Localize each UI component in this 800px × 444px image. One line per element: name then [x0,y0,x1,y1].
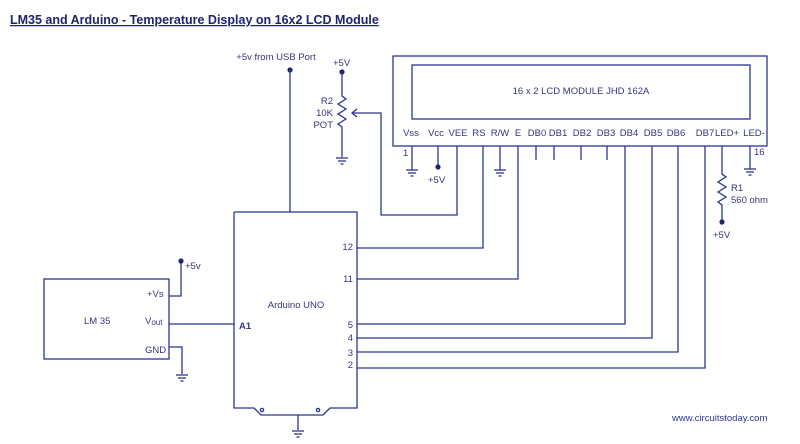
lcd-pin-label: DB1 [549,128,567,139]
lcd-pin-label: Vcc [428,128,444,139]
lm35-pin-vout: Vout [145,316,163,327]
lcd-pin-16-label: 16 [754,147,765,158]
lcd-wiring: +5V R1 560 ohm +5V [350,108,768,369]
ground-icon [405,169,419,177]
lcd-label: 16 x 2 LCD MODULE JHD 162A [513,86,650,97]
lcd-pin-label: LED- [743,128,765,139]
lcd-pin-label: VEE [448,128,467,139]
pot-name: R2 [321,96,333,107]
pot-supply-label: +5V [333,58,351,69]
lcd-module: 16 x 2 LCD MODULE JHD 162A Vss Vcc VEE RS R/… [392,55,768,159]
lcd-pin-label: DB3 [597,128,615,139]
ground-icon [493,169,507,177]
led-supply-label: +5V [713,230,731,241]
lcd-pin-label: R/W [491,128,510,139]
ground-icon [291,430,305,438]
vcc-supply-label: +5V [428,175,446,186]
arduino-pin-3: 3 [348,348,353,359]
lcd-pin-label: E [515,128,521,139]
lcd-pin-label: LED+ [715,128,739,139]
junction-dot [435,164,441,170]
lcd-pin-label: DB5 [644,128,662,139]
ground-icon [335,157,349,165]
ground-icon [175,374,189,382]
potentiometer-r2: +5V R2 10K POT [313,58,351,165]
arduino-label: Arduino UNO [268,300,325,311]
lcd-pin-label: DB4 [620,128,638,139]
lm35-supply-label: +5v [185,261,201,272]
lm35-label: LM 35 [84,316,110,327]
lm35-sensor: LM 35 +Vs Vout GND +5v [43,258,234,382]
lcd-pin-label: DB2 [573,128,591,139]
pot-value: 10K [316,108,334,119]
arduino-pin-2: 2 [348,360,353,371]
pot-type: POT [313,120,333,131]
website-credit: www.circuitstoday.com [671,413,767,424]
lm35-pin-gnd: GND [145,345,166,356]
arduino-pin-12: 12 [342,242,353,253]
r1-value: 560 ohm [731,195,768,206]
r1-name: R1 [731,183,743,194]
arduino-pin-5: 5 [348,320,353,331]
lcd-pin-label: RS [472,128,485,139]
lcd-pin-label: DB7 [696,128,714,139]
diagram-title: LM35 and Arduino - Temperature Display o… [10,13,379,27]
lm35-pin-vs: +Vs [147,289,164,300]
r1-resistor [716,146,728,222]
usb-supply-label: +5v from USB Port [236,52,316,63]
arduino-pin-a1: A1 [239,321,252,332]
lcd-pin-label: DB0 [528,128,546,139]
lcd-screen [411,64,751,120]
lcd-outer-box [392,55,768,147]
ground-icon [743,168,757,176]
lcd-pin-label: Vss [403,128,419,139]
lcd-pin-1-label: 1 [403,148,408,159]
lcd-pin-label: DB6 [667,128,685,139]
arduino-uno: Arduino UNO A1 12 11 5 4 3 2 [233,211,358,438]
arduino-pin-11: 11 [343,274,353,285]
arduino-pin-4: 4 [348,333,353,344]
